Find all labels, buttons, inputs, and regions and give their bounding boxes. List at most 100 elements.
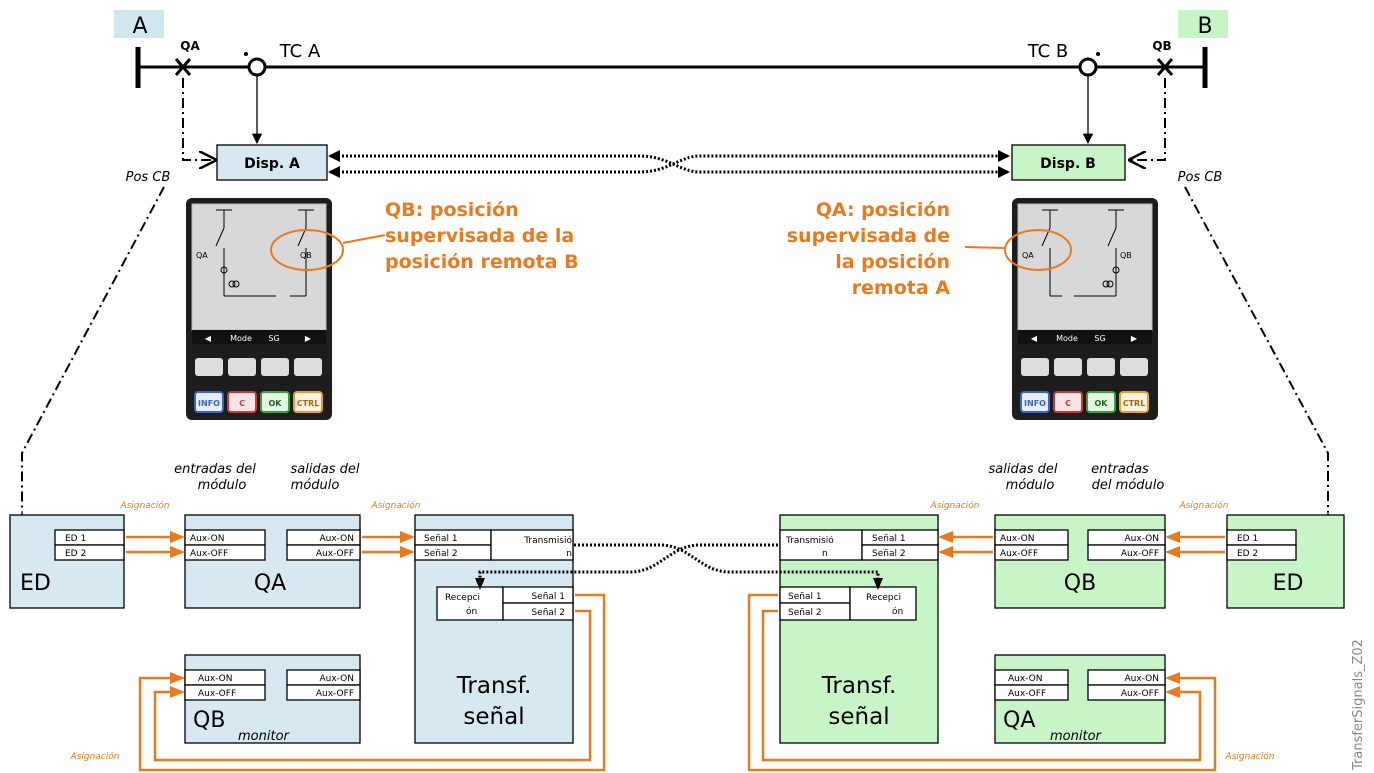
btn-ctrl[interactable]: CTRL xyxy=(1123,399,1146,408)
qbmon-in-1: Aux-ON xyxy=(198,674,233,684)
qb-out-1: Aux-ON xyxy=(1000,534,1035,544)
btn-ctrl[interactable]: CTRL xyxy=(297,399,320,408)
heading-right-inputs-1: entradas xyxy=(1091,462,1149,477)
softkey-3[interactable]: SG xyxy=(268,334,279,343)
heading-left-outputs-2: módulo xyxy=(291,478,340,493)
breaker-qa-icon xyxy=(174,58,192,76)
transf-left-rx-1: Recepci xyxy=(445,593,480,603)
asignacion-3: Asignación xyxy=(930,500,980,511)
disp-b-label: Disp. B xyxy=(1040,156,1096,172)
label-a-bg xyxy=(114,10,164,38)
softkey-4[interactable]: ▶ xyxy=(305,334,312,343)
transf-left-rx-2: ón xyxy=(466,606,477,617)
qbmon-sub: monitor xyxy=(238,729,291,744)
softkey-1[interactable]: ◀ xyxy=(205,334,212,343)
btn-info[interactable]: INFO xyxy=(198,399,220,408)
transf-right-title-2: señal xyxy=(828,704,889,730)
transf-right-rx-1: Recepci xyxy=(866,593,901,603)
highlight-left xyxy=(270,229,344,271)
transf-right-sig-1: Señal 1 xyxy=(872,534,906,544)
transf-left-sig-2: Señal 2 xyxy=(424,549,458,559)
annotation-left-1: QB: posición xyxy=(385,199,519,221)
sld-right-qb: QB xyxy=(1120,251,1132,260)
transf-left-tx-2: n xyxy=(566,549,572,559)
softkey-4[interactable]: ▶ xyxy=(1131,334,1138,343)
qamon-out-1: Aux-ON xyxy=(1008,674,1043,684)
softkey-3[interactable]: SG xyxy=(1094,334,1105,343)
btn-ok[interactable]: OK xyxy=(269,399,283,408)
tc-b-label: TC B xyxy=(1027,41,1069,62)
btn-info[interactable]: INFO xyxy=(1024,399,1046,408)
qbmon-in-2: Aux-OFF xyxy=(198,689,236,699)
disp-b-box xyxy=(1011,144,1126,181)
qb-in-2: Aux-OFF xyxy=(1121,549,1159,559)
qb-module-title: QB xyxy=(1064,571,1096,596)
qb-label: QB xyxy=(1152,39,1171,53)
annotation-left-2: supervisada de la xyxy=(385,225,574,247)
ed-right-title: ED xyxy=(1273,571,1304,596)
annotation-left-3: posición remota B xyxy=(385,251,579,273)
transf-left-rx-sig-2: Señal 2 xyxy=(531,608,565,618)
heading-left-inputs-1: entradas del xyxy=(174,462,256,477)
heading-left-outputs-1: salidas del xyxy=(291,462,360,477)
qb-out-2: Aux-OFF xyxy=(1000,549,1038,559)
pos-cb-left: Pos CB xyxy=(126,170,171,185)
ed-right-row-1: ED 1 xyxy=(1237,534,1258,544)
heading-right-inputs-2: del módulo xyxy=(1092,478,1165,493)
qamon-title: QA xyxy=(1003,708,1035,733)
label-b: B xyxy=(1197,14,1212,39)
device-left: QA QB ◀ Mode SG ▶ INFO C OK CTRL xyxy=(186,198,332,420)
ed-left-row-2: ED 2 xyxy=(65,549,86,559)
softkey-1[interactable]: ◀ xyxy=(1031,334,1038,343)
transf-left-title-2: señal xyxy=(463,704,524,730)
qb-in-1: Aux-ON xyxy=(1124,534,1159,544)
btn-ok[interactable]: OK xyxy=(1095,399,1109,408)
transf-right-rx-sig-2: Señal 2 xyxy=(788,608,822,618)
tc-a-label: TC A xyxy=(279,41,321,62)
transf-right-tx-2: n xyxy=(822,549,828,559)
ed-right-row-2: ED 2 xyxy=(1237,549,1258,559)
btn-c[interactable]: C xyxy=(239,399,245,408)
qa-label: QA xyxy=(180,39,200,53)
qa-out-2: Aux-OFF xyxy=(316,549,354,559)
qamon-out-2: Aux-OFF xyxy=(1008,689,1046,699)
qa-in-2: Aux-OFF xyxy=(190,549,228,559)
qa-out-1: Aux-ON xyxy=(319,534,354,544)
disp-a-label: Disp. A xyxy=(244,156,300,172)
sld-left-qb: QB xyxy=(300,251,312,260)
annotation-right-4: remota A xyxy=(852,277,951,299)
ct-b-icon xyxy=(1078,57,1098,77)
heading-right-outputs-1: salidas del xyxy=(989,462,1058,477)
qbmon-title: QB xyxy=(193,708,225,733)
sld-left-qa: QA xyxy=(196,251,208,260)
transf-right-title-1: Transf. xyxy=(821,673,897,699)
device-right: QA QB ◀ Mode SG ▶ INFO C OK CTRL xyxy=(1012,198,1158,420)
highlight-right xyxy=(1004,229,1072,271)
asignacion-4: Asignación xyxy=(1179,500,1229,511)
qamon-in-2: Aux-OFF xyxy=(1121,689,1159,699)
label-b-bg xyxy=(1178,10,1228,38)
qa-in-1: Aux-ON xyxy=(190,534,225,544)
watermark: TransferSignals_Z02 xyxy=(1351,639,1366,771)
qbmon-out-1: Aux-ON xyxy=(319,674,354,684)
transf-left-title-1: Transf. xyxy=(456,673,532,699)
softkey-2[interactable]: Mode xyxy=(1056,334,1078,343)
ed-left-row-1: ED 1 xyxy=(65,534,86,544)
transf-left-rx-sig-1: Señal 1 xyxy=(531,592,565,602)
transf-left-sig-1: Señal 1 xyxy=(424,534,458,544)
asignacion-5: Asignación xyxy=(70,751,120,762)
softkey-2[interactable]: Mode xyxy=(230,334,252,343)
transf-right-rx-sig-1: Señal 1 xyxy=(788,592,822,602)
transf-right-tx-1: Transmisió xyxy=(785,535,834,546)
btn-c[interactable]: C xyxy=(1065,399,1071,408)
transf-left-tx-1: Transmisió xyxy=(523,535,572,546)
asignacion-1: Asignación xyxy=(120,500,170,511)
annotation-right-3: la posición xyxy=(835,251,950,273)
breaker-qb-icon xyxy=(1156,58,1174,76)
ct-a-icon xyxy=(247,57,267,77)
sld-right-qa: QA xyxy=(1022,251,1034,260)
qamon-in-1: Aux-ON xyxy=(1124,674,1159,684)
asignacion-6: Asignación xyxy=(1225,751,1275,762)
